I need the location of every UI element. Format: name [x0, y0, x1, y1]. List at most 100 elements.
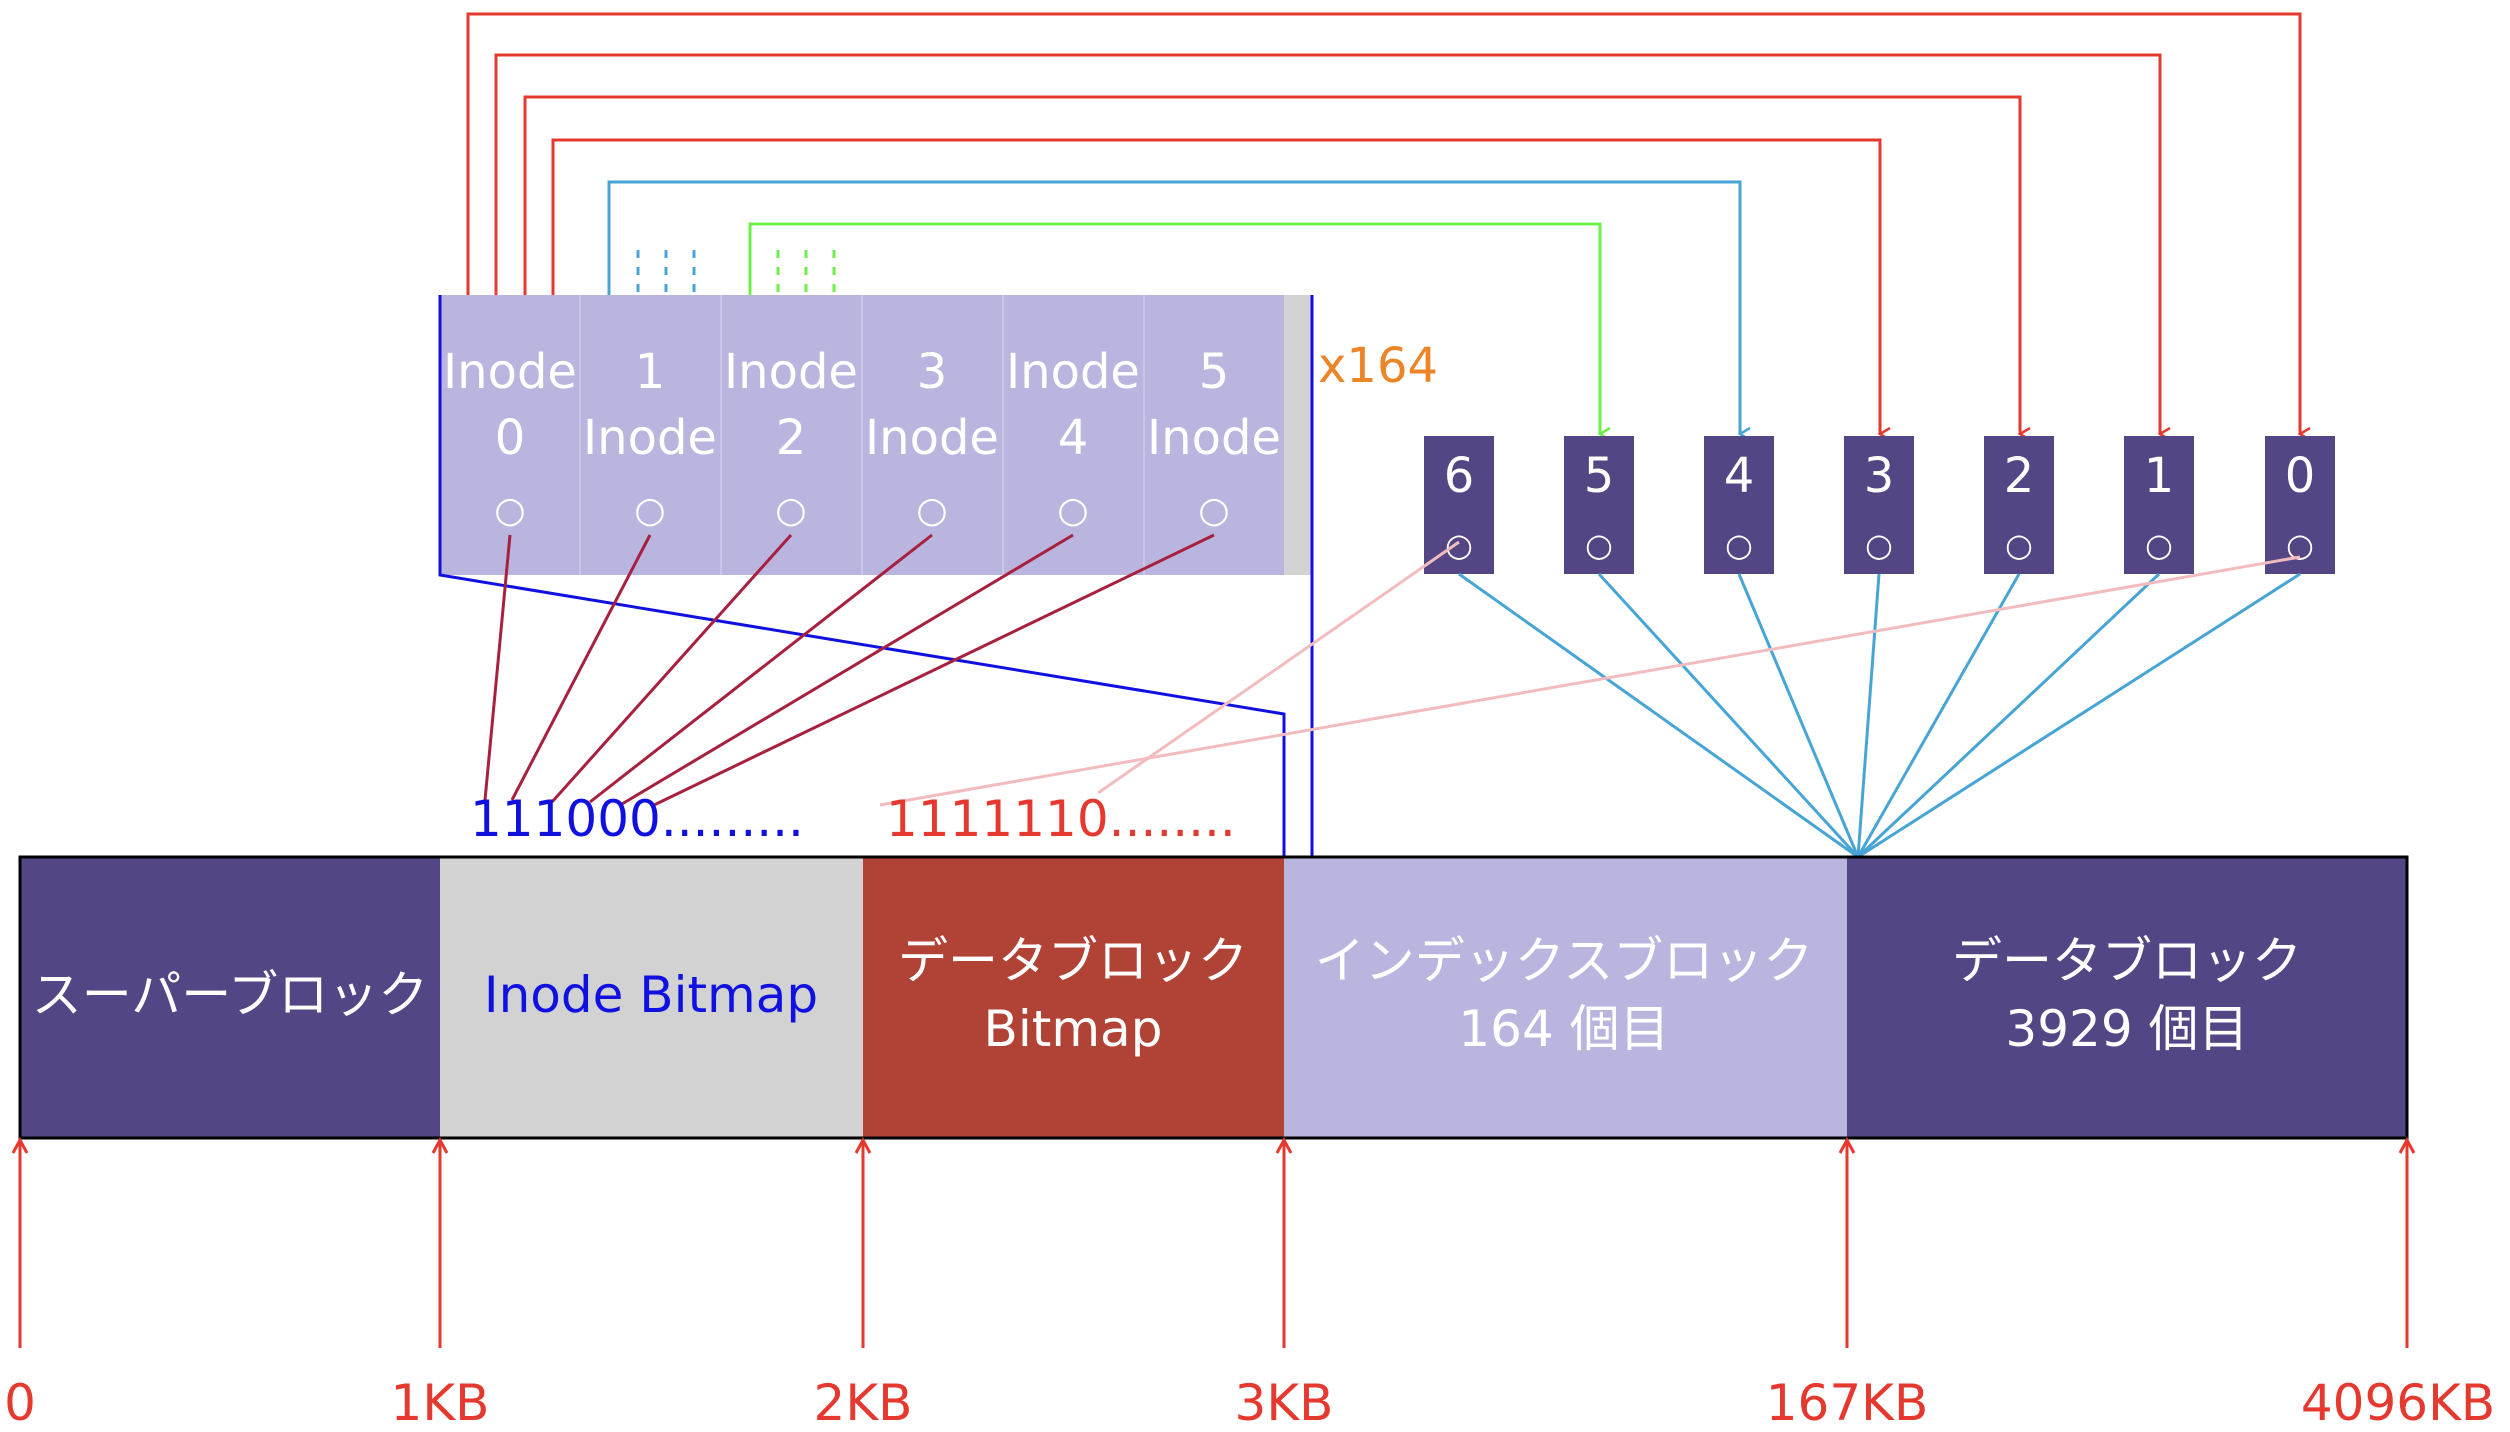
data-block-1	[2124, 436, 2194, 574]
inode-cell-4-line2: 4	[1058, 410, 1089, 466]
inode-cell-3-line1: 3	[917, 344, 948, 400]
inode-cell-4-line1: Inode	[1006, 344, 1140, 400]
offset-label-167kb: 167KB	[1766, 1374, 1929, 1432]
crimson-line	[483, 534, 512, 801]
offset-label-3kb: 3KB	[1235, 1374, 1334, 1432]
fan-line	[1856, 573, 2021, 858]
fan-line	[1856, 572, 2161, 859]
pointer-line-block-1	[494, 53, 2160, 434]
crimson-line	[621, 533, 1074, 806]
segment-superblock	[20, 857, 440, 1138]
data-block-2-label: 2	[2004, 448, 2035, 504]
bracket-left	[438, 295, 1286, 857]
data-block-6-label: 6	[1444, 448, 1475, 504]
offset-arrowhead-0	[11, 1136, 29, 1154]
segment-index-blocks-line1: インデックスブロック	[1315, 932, 1814, 990]
pointer-line-block-3	[551, 138, 1880, 434]
segment-data-blocks	[1847, 857, 2407, 1138]
data-block-4-dot: ○	[1725, 526, 1753, 564]
fan-line	[1856, 573, 1881, 858]
data-block-row: 6 5 4 3 2 1 0 ○ ○ ○ ○ ○ ○ ○	[1424, 436, 2335, 574]
data-block-1-dot: ○	[2145, 526, 2173, 564]
disk-layout-border	[18, 855, 2409, 1140]
offset-markers	[11, 1136, 2416, 1348]
segment-inode-bitmap	[440, 857, 863, 1138]
data-block-6-dot: ○	[1445, 526, 1473, 564]
data-block-4	[1704, 436, 1774, 574]
inode-cell-1-line1: 1	[635, 344, 666, 400]
segment-data-bitmap-line2: Bitmap	[984, 1000, 1163, 1058]
inode-bitmap-bits: 111000.........	[470, 790, 804, 848]
crimson-line	[550, 533, 793, 804]
offset-arrowhead-167kb	[1838, 1136, 1856, 1154]
pointer-line-block-5	[748, 222, 1600, 434]
offset-arrowhead-4096kb	[2398, 1136, 2416, 1154]
inode-cell-2-line1: Inode	[724, 344, 858, 400]
data-block-1-label: 1	[2144, 448, 2175, 504]
offset-arrowhead-1kb	[431, 1136, 449, 1154]
data-block-6	[1424, 436, 1494, 574]
data-block-5	[1564, 436, 1634, 574]
segment-index-blocks	[1284, 857, 1847, 1138]
fan-line	[1597, 572, 1860, 859]
offset-label-1kb: 1KB	[391, 1374, 490, 1432]
inode-table-multiplier: x164	[1318, 338, 1438, 394]
inode-cell-0-line2: 0	[495, 410, 526, 466]
data-block-3	[1844, 436, 1914, 574]
pointer-line-block-4	[607, 180, 1740, 434]
segment-data-blocks-line1: データブロック	[1952, 932, 2302, 990]
segment-data-bitmap	[863, 857, 1284, 1138]
inode-cell-0-line1: Inode	[443, 344, 577, 400]
disk-layout-bar: スーパーブロック Inode Bitmap データブロック Bitmap インデ…	[18, 855, 2409, 1140]
offset-label-0: 0	[4, 1374, 36, 1432]
inode-table: Inode 0 ○ 1 Inode ○ Inode 2 ○ 3 Inode ○ …	[440, 295, 1438, 575]
data-block-4-label: 4	[1724, 448, 1755, 504]
data-block-2	[1984, 436, 2054, 574]
inode-cell-3-dot: ○	[916, 490, 947, 531]
segment-inode-bitmap-label: Inode Bitmap	[484, 966, 818, 1024]
inode-cell-1-line2: Inode	[583, 410, 717, 466]
crimson-line	[651, 533, 1215, 808]
data-block-0-label: 0	[2285, 448, 2316, 504]
inode-table-padding	[1284, 295, 1312, 575]
inode-cell-4-dot: ○	[1057, 490, 1088, 531]
inode-cell-5-line1: 5	[1199, 344, 1230, 400]
inode-cell-2-dot: ○	[775, 490, 806, 531]
offset-label-4096kb: 4096KB	[2301, 1374, 2495, 1432]
block-to-index-lines	[1458, 572, 2301, 859]
pink-line	[879, 555, 2301, 807]
pink-line	[1097, 540, 1460, 795]
inode-cell-1-dot: ○	[634, 490, 665, 531]
inode-cell-5-line2: Inode	[1147, 410, 1281, 466]
fan-line	[1458, 572, 1859, 859]
block-to-bitmap-lines	[879, 540, 2301, 807]
inode-cell-3-line2: Inode	[865, 410, 999, 466]
data-block-2-dot: ○	[2005, 526, 2033, 564]
inode-cell-0-dot: ○	[494, 490, 525, 531]
inode-to-block-pointers	[466, 12, 2300, 434]
data-block-3-label: 3	[1864, 448, 1895, 504]
data-block-0	[2265, 436, 2335, 574]
inode-cell-2-line2: 2	[776, 410, 807, 466]
inode-region-bracket	[438, 295, 1314, 857]
inode-to-bitmap-lines	[483, 533, 1215, 808]
segment-data-bitmap-line1: データブロック	[898, 932, 1248, 990]
fan-line	[1857, 572, 2301, 859]
data-block-5-dot: ○	[1585, 526, 1613, 564]
crimson-line	[589, 533, 933, 804]
segment-data-blocks-line2: 3929 個目	[2005, 1000, 2248, 1058]
segment-index-blocks-line2: 164 個目	[1458, 1000, 1669, 1058]
offset-label-2kb: 2KB	[814, 1374, 913, 1432]
pointer-line-block-2	[523, 95, 2020, 434]
inode-cell-5-dot: ○	[1198, 490, 1229, 531]
data-block-3-dot: ○	[1865, 526, 1893, 564]
offset-arrowhead-2kb	[854, 1136, 872, 1154]
crimson-line	[510, 534, 652, 801]
data-block-5-label: 5	[1584, 448, 1615, 504]
pointer-line-block-0	[466, 12, 2300, 434]
data-bitmap-bits: 1111110........	[886, 790, 1236, 848]
segment-superblock-label: スーパーブロック	[32, 966, 429, 1024]
fan-line	[1737, 573, 1860, 858]
offset-arrowhead-3kb	[1275, 1136, 1293, 1154]
